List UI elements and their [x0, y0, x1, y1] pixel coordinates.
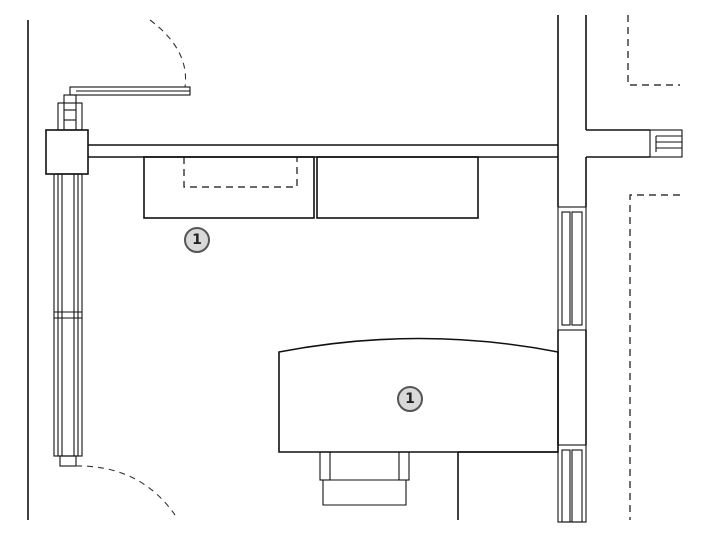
- chair-arm-left: [319, 451, 331, 481]
- corridor-outlines: [627, 15, 680, 520]
- door-swing-lower: [75, 465, 176, 516]
- cabinet-right: [316, 156, 479, 219]
- window-right-upper-frame: [557, 206, 587, 331]
- upper-post: [63, 94, 77, 131]
- corridor-dashed-lower: [629, 194, 680, 520]
- callout-label: 1: [405, 391, 415, 407]
- corridor-opening: [649, 129, 683, 158]
- callout-desk: 1: [397, 386, 423, 412]
- column: [45, 129, 89, 175]
- door-swing-upper: [149, 19, 187, 88]
- lower-post: [59, 455, 77, 467]
- corridor-dashed-upper: [627, 15, 680, 86]
- desk: [278, 337, 559, 506]
- chair: [319, 451, 410, 506]
- right-windows: [557, 206, 587, 523]
- callout-cabinet-run: 1: [184, 227, 210, 253]
- cabinet-left: [143, 156, 315, 219]
- cabinet-run: [143, 156, 479, 219]
- chair-arm-right: [398, 451, 410, 481]
- left-window-assembly: [45, 94, 89, 467]
- doors: [69, 19, 191, 516]
- window-frame-inner: [57, 173, 79, 457]
- desk-top: [278, 337, 559, 453]
- cabinet-hidden-line: [183, 157, 298, 188]
- opening-frame: [649, 129, 683, 158]
- chair-seat: [322, 480, 407, 506]
- callout-label: 1: [192, 232, 202, 248]
